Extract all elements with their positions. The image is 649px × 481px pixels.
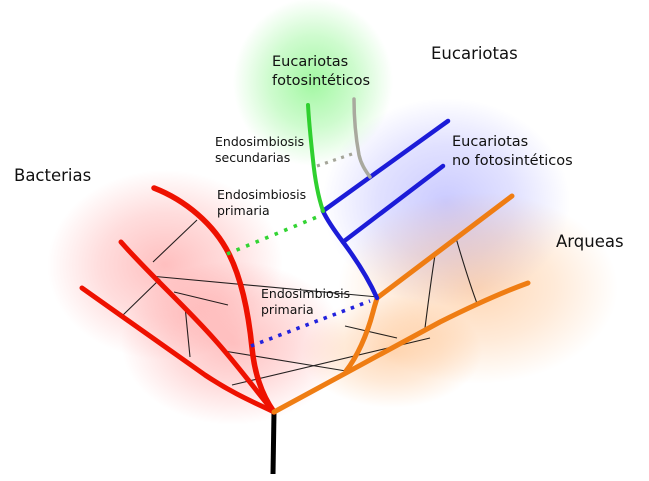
arqueas-label: Arqueas [556,232,624,251]
gene-transfer-line [173,291,229,306]
eucariotas-no-fotosinteticos-label: Eucariotas no fotosintéticos [452,133,573,171]
eukaryote-branch-lower [340,163,446,245]
bacteria-branch-middle [118,239,277,415]
archaea-branch-lower [271,280,531,415]
eukaryote-branches [320,118,451,301]
secondary-host-branch [352,97,372,179]
endosimbiosis-primaria-inferior-line1: Endosimbiosis [261,286,351,301]
eucariotas-fotosinteticos-line2: fotosintéticos [272,73,371,89]
bacteria-branches [79,185,277,415]
endosimbiosis-primaria-inferior-label: Endosimbiosis primaria [261,286,350,317]
primary-endosymbiosis-blue-dotted-line [250,299,371,348]
bacteria-branch-main [151,185,277,415]
photosynthetic-eukaryote-glow [233,0,393,166]
bacteria-branch-left [79,285,277,415]
endosimbiosis-primaria-superior-label: Endosimbiosis primaria [217,187,306,218]
endosimbiosis-secundarias-label: Endosimbiosis secundarias [215,134,304,165]
endosimbiosis-primaria-superior-line2: primaria [217,202,270,218]
photosynthetic-eukaryote-branch [306,103,325,213]
eucariotas-fotosinteticos-label: Eucariotas fotosintéticos [272,53,370,91]
eucariotas-no-fotosinteticos-line2: no fotosintéticos [452,153,573,169]
gene-transfer-line [344,325,398,339]
gene-transfer-line [152,219,198,263]
endosimbiosis-primaria-inferior-line2: primaria [261,301,314,317]
gene-transfer-line [184,305,191,358]
eucariotas-no-fotosinteticos-line1: Eucariotas [452,134,529,150]
root-trunk [270,411,277,475]
gene-transfer-line [149,275,379,298]
gene-transfer-line [121,278,161,317]
endosimbiosis-secundarias-line2: secundarias [215,149,291,165]
endosimbiosis-primaria-superior-line1: Endosimbiosis [217,187,307,202]
secondary-endosymbiosis-gray-dotted-line [316,152,353,168]
eucariotas-fotosinteticos-line1: Eucariotas [272,54,349,70]
eucariotas-label: Eucariotas [431,44,518,63]
gene-transfer-line [223,350,347,372]
gene-transfer-lines [121,219,479,386]
endosimbiosis-secundarias-line1: Endosimbiosis [215,134,305,149]
gene-transfer-line [455,237,479,307]
eukaryote-branch-upper [320,118,451,214]
gene-transfer-line [424,254,436,329]
bacterias-label: Bacterias [14,166,92,185]
primary-endosymbiosis-green-dotted-line [226,213,323,256]
